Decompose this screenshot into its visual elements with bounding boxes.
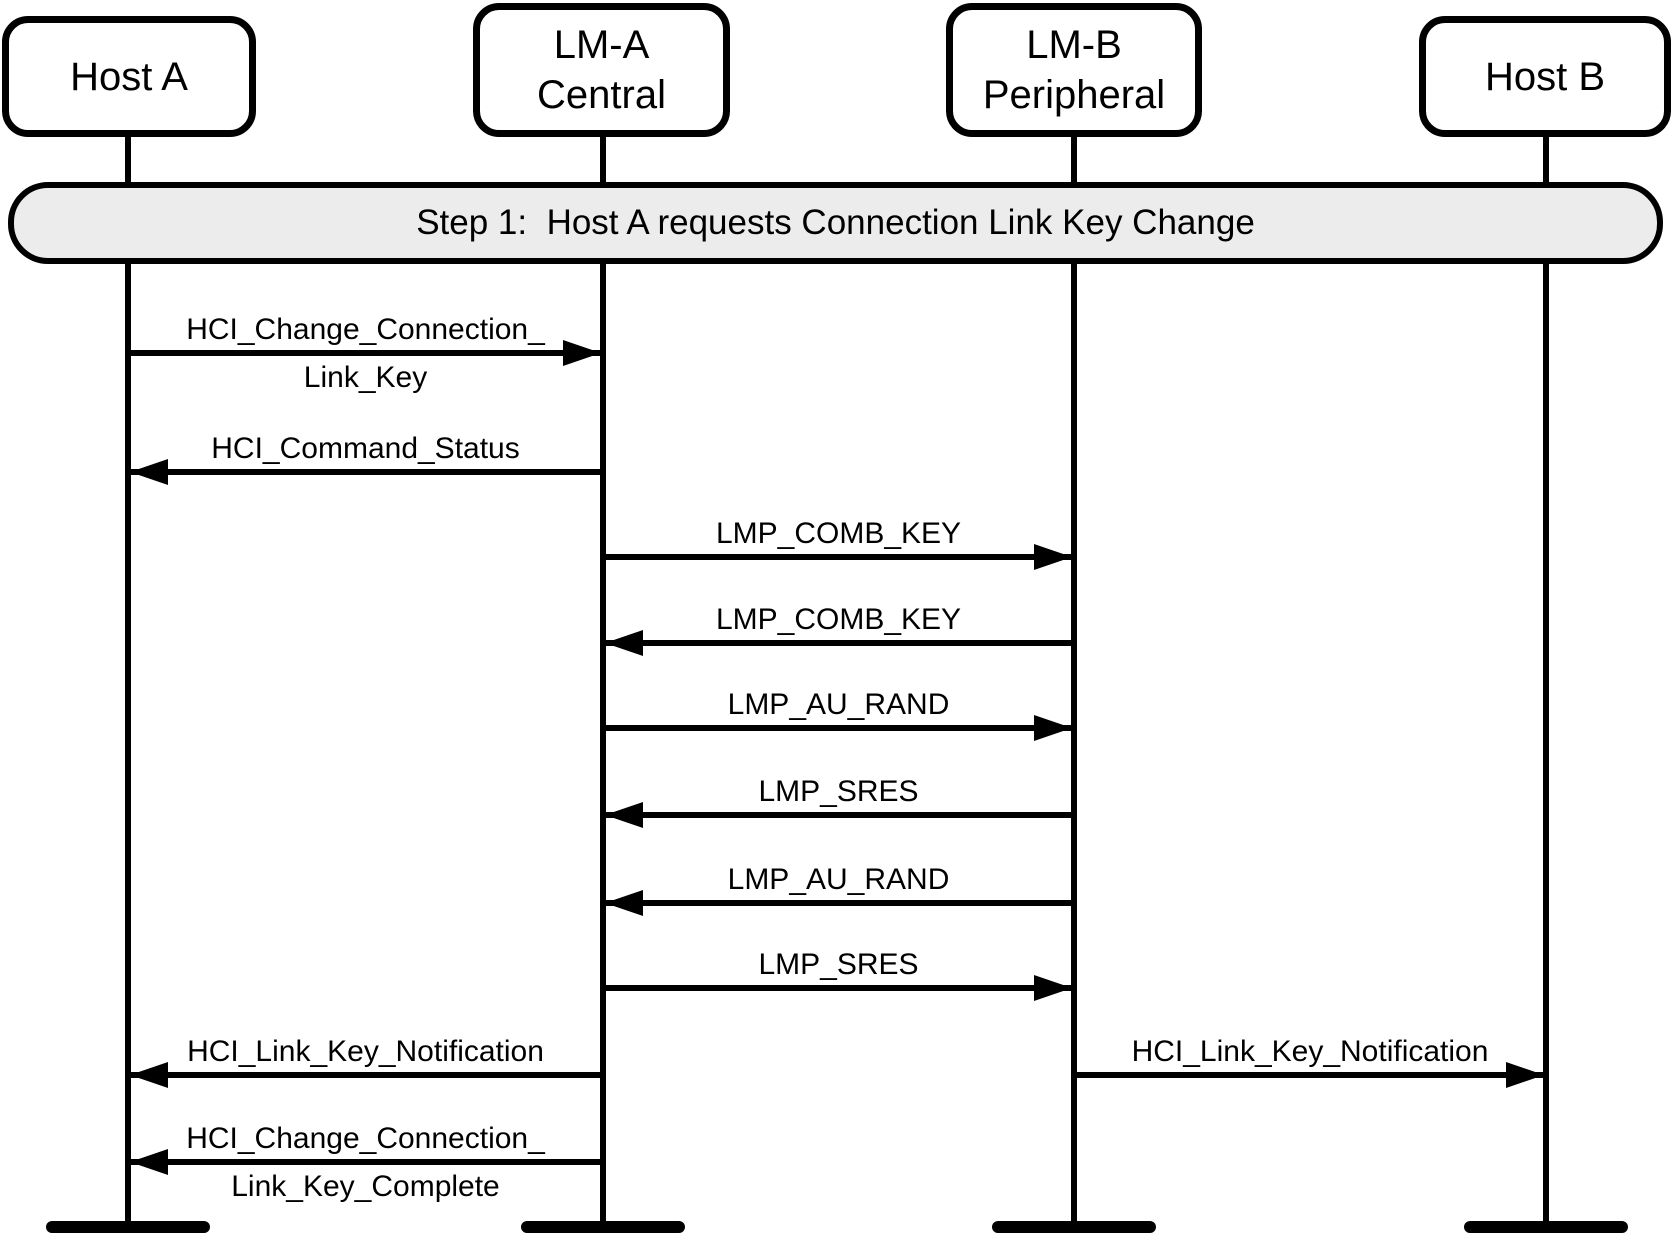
arrowhead-icon (130, 1062, 168, 1088)
message-label: LMP_AU_RAND (727, 863, 950, 896)
message-arrow-lmp_au_rand: LMP_AU_RAND (606, 688, 1072, 741)
message-label: HCI_Link_Key_Notification (1131, 1035, 1489, 1068)
arrowhead-icon (1034, 544, 1072, 570)
lifeline-end-bar-lm-a (521, 1221, 685, 1233)
lifeline-lm-b (1071, 130, 1077, 1225)
message-label: HCI_Change_Connection_ (186, 1122, 545, 1155)
actor-label: Host B (1484, 54, 1606, 99)
message-label: HCI_Change_Connection_ (186, 313, 545, 346)
message-label: HCI_Command_Status (211, 432, 520, 465)
message-line (131, 1072, 600, 1078)
message-line (131, 1159, 600, 1165)
actor-box-host-b: Host B (1419, 16, 1671, 137)
message-line (131, 469, 600, 475)
message-line (606, 985, 1071, 991)
message-arrow-hci_change_connection_link_key: HCI_Change_Connection_ Link_Key (131, 313, 601, 394)
arrowhead-icon (605, 890, 643, 916)
actor-box-host-a: Host A (2, 16, 256, 137)
actor-label: Host A (70, 54, 188, 99)
message-line (606, 812, 1071, 818)
message-arrow-lmp_sres: LMP_SRES (606, 948, 1072, 1001)
actor-label: LM-A (553, 23, 650, 67)
arrowhead-icon (130, 1149, 168, 1175)
arrowhead-icon (605, 802, 643, 828)
arrowhead-icon (1506, 1062, 1544, 1088)
message-arrow-hci_link_key_notification: HCI_Link_Key_Notification (130, 1035, 600, 1088)
message-arrow-hci_link_key_notification: HCI_Link_Key_Notification (1077, 1035, 1544, 1088)
step-banner-text: Step 1: Host A requests Connection Link … (416, 203, 1255, 242)
actor-sublabel: Peripheral (982, 73, 1166, 117)
lifeline-end-bar-lm-b (992, 1221, 1156, 1233)
message-label: LMP_COMB_KEY (715, 603, 962, 636)
lifeline-host-b (1543, 130, 1549, 1225)
message-label: LMP_AU_RAND (727, 688, 950, 721)
arrowhead-icon (1034, 975, 1072, 1001)
message-label: Link_Key (303, 361, 428, 394)
lifeline-end-bar-host-a (46, 1221, 210, 1233)
message-label: Link_Key_Complete (231, 1170, 500, 1203)
message-label: LMP_SRES (758, 948, 919, 981)
lifeline-host-a (125, 130, 131, 1225)
message-line (606, 725, 1071, 731)
actor-label: LM-B (1026, 23, 1122, 67)
step-banner: Step 1: Host A requests Connection Link … (8, 182, 1663, 264)
message-arrow-lmp_au_rand: LMP_AU_RAND (605, 863, 1071, 916)
actor-sublabel: Central (537, 73, 666, 117)
arrowhead-icon (130, 459, 168, 485)
message-line (131, 350, 600, 356)
arrowhead-icon (1034, 715, 1072, 741)
message-arrow-lmp_comb_key: LMP_COMB_KEY (605, 603, 1071, 656)
message-arrow-lmp_comb_key: LMP_COMB_KEY (606, 517, 1072, 570)
message-line (606, 640, 1071, 646)
lifeline-end-bar-host-b (1464, 1221, 1628, 1233)
arrowhead-icon (563, 340, 601, 366)
message-line (1077, 1072, 1543, 1078)
message-label: LMP_COMB_KEY (715, 517, 962, 550)
message-arrow-hci_command_status: HCI_Command_Status (130, 432, 600, 485)
message-line (606, 900, 1071, 906)
actor-box-lm-b: LM-B Peripheral (946, 3, 1202, 137)
message-label: HCI_Link_Key_Notification (187, 1035, 544, 1068)
actor-box-lm-a: LM-A Central (473, 3, 730, 137)
message-arrow-hci_change_connection_link_key_complete: HCI_Change_Connection_ Link_Key_Complete (130, 1122, 600, 1203)
message-label: LMP_SRES (758, 775, 919, 808)
message-arrow-lmp_sres: LMP_SRES (605, 775, 1071, 828)
lifeline-lm-a (600, 130, 606, 1225)
arrowhead-icon (605, 630, 643, 656)
message-line (606, 554, 1071, 560)
